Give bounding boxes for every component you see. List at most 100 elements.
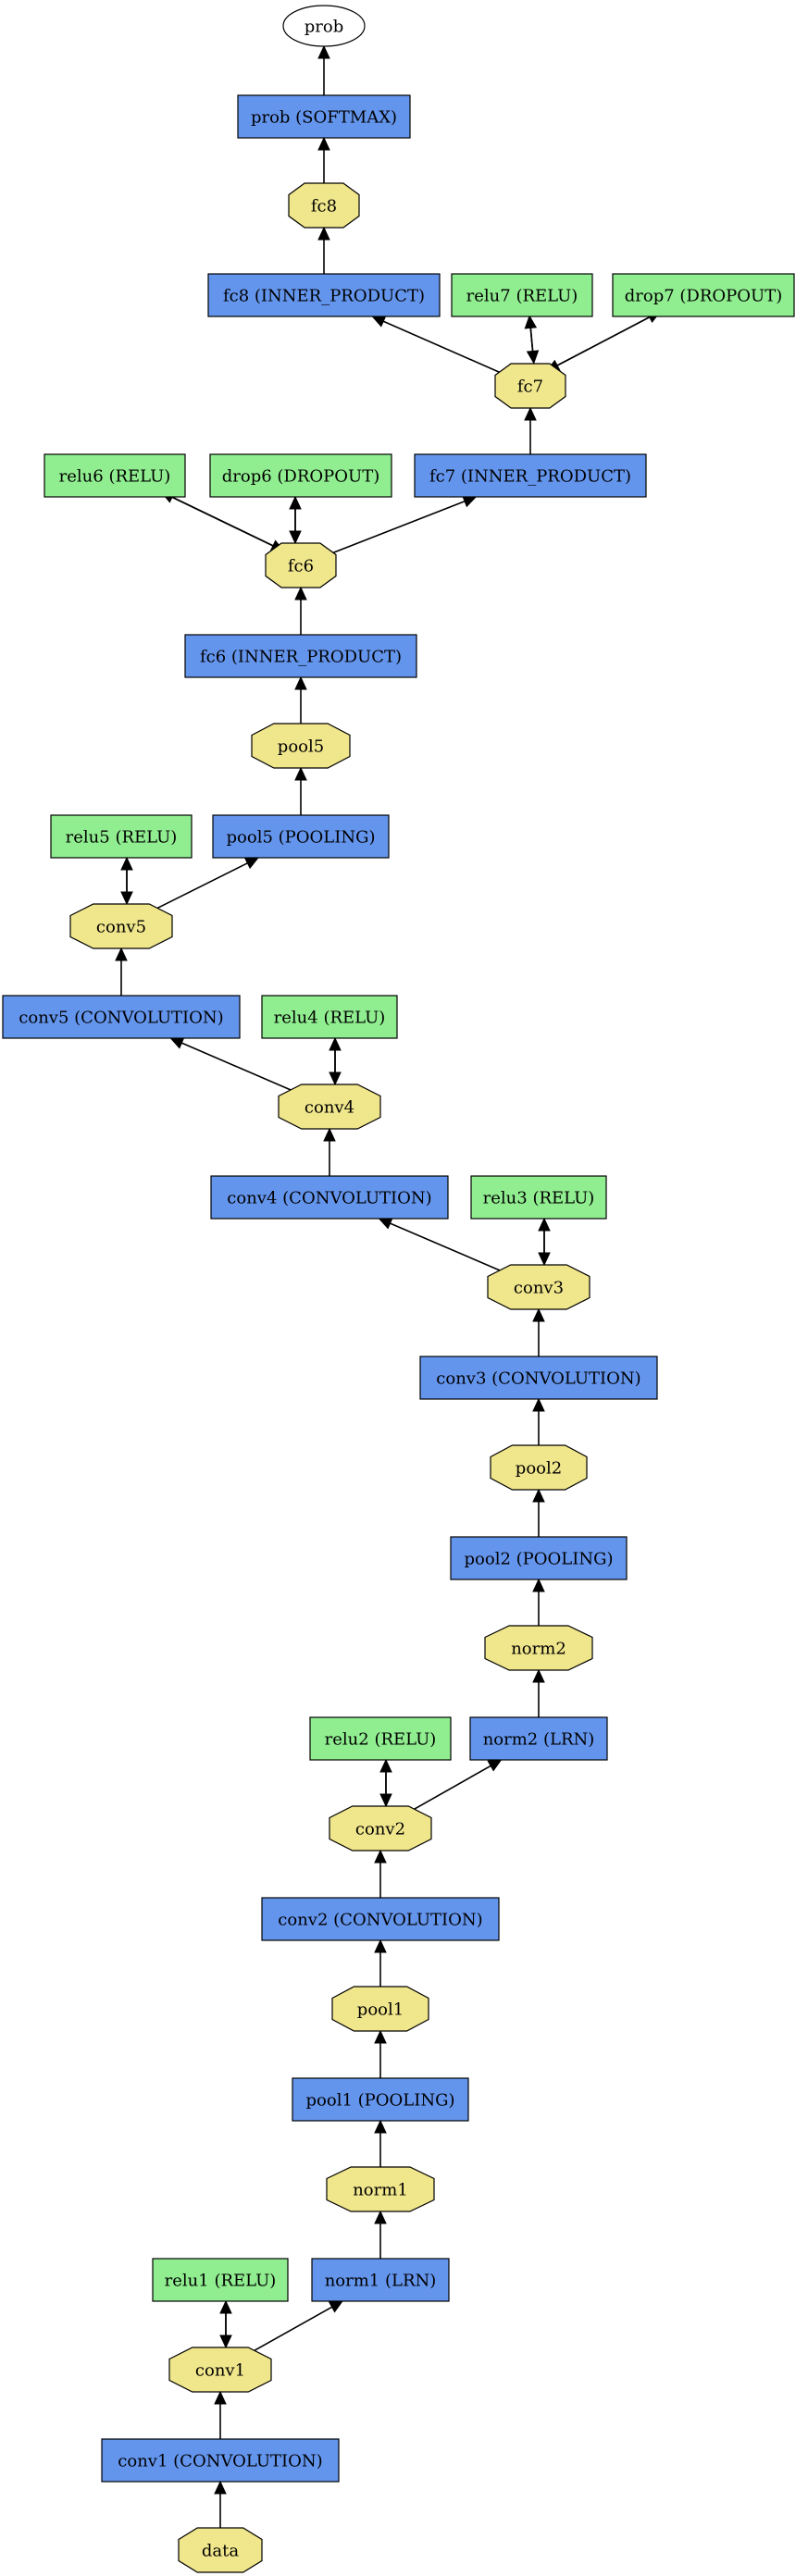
node-pool5: pool5 — [251, 723, 351, 769]
node-shape-drop7 — [612, 273, 795, 317]
node-conv5_layer: conv5 (CONVOLUTION) — [2, 995, 241, 1039]
node-label-conv5: conv5 — [96, 918, 146, 937]
node-label-drop6: drop6 (DROPOUT) — [222, 467, 380, 487]
edge-fc7_layer-to-fc7 — [524, 406, 537, 454]
node-label-pool2: pool2 — [516, 1459, 562, 1479]
node-shape-norm1_layer — [311, 2258, 450, 2302]
node-label-pool1: pool1 — [357, 2000, 404, 2020]
node-norm2: norm2 — [484, 1625, 593, 1671]
node-norm1: norm1 — [326, 2166, 435, 2212]
node-shape-fc8_layer — [207, 273, 441, 317]
edge-conv2-to-norm2_layer — [403, 1759, 503, 1816]
node-shape-relu2 — [309, 1716, 452, 1761]
edge-conv3_layer-to-conv3 — [532, 1307, 545, 1356]
edge-pool1_layer-to-pool1 — [374, 2029, 387, 2078]
node-norm1_layer: norm1 (LRN) — [311, 2258, 450, 2302]
edge-pool5-to-fc6_layer — [294, 675, 307, 724]
node-label-pool5: pool5 — [278, 737, 324, 757]
node-relu1: relu1 (RELU) — [152, 2258, 289, 2302]
node-label-relu1: relu1 (RELU) — [165, 2272, 277, 2291]
node-conv5: conv5 — [69, 903, 173, 949]
node-shape-relu7 — [451, 273, 593, 317]
node-label-relu5: relu5 (RELU) — [66, 828, 178, 848]
node-label-fc8_layer: fc8 (INNER_PRODUCT) — [223, 287, 425, 306]
node-label-conv1_layer: conv1 (CONVOLUTION) — [118, 2452, 322, 2471]
node-prob: prob — [282, 5, 366, 47]
node-shape-relu1 — [152, 2258, 289, 2302]
edge-conv1-to-norm1_layer — [242, 2300, 344, 2358]
node-conv3_layer: conv3 (CONVOLUTION) — [419, 1356, 658, 1400]
node-relu5: relu5 (RELU) — [50, 814, 193, 859]
node-relu6: relu6 (RELU) — [44, 453, 186, 498]
node-shape-conv2_layer — [261, 1897, 500, 1941]
edge-pool1-to-conv2_layer — [374, 1938, 387, 1987]
node-conv2: conv2 — [329, 1805, 432, 1852]
edge-conv5_layer-to-conv5 — [115, 947, 128, 996]
edge-pool2_layer-to-pool2 — [532, 1488, 545, 1537]
node-label-conv5_layer: conv5 (CONVOLUTION) — [19, 1009, 223, 1028]
edge-conv5-to-pool5_layer — [144, 857, 260, 915]
node-shape-norm2 — [484, 1625, 593, 1671]
edge-norm1_layer-to-norm1 — [374, 2210, 387, 2259]
edge-relu7-to-fc7 — [526, 316, 540, 365]
node-label-conv4_layer: conv4 (CONVOLUTION) — [227, 1189, 431, 1208]
node-shape-conv4_layer — [210, 1175, 449, 1220]
node-label-conv4: conv4 — [305, 1098, 354, 1118]
node-shape-conv2 — [329, 1805, 432, 1852]
node-shape-prob_layer — [237, 94, 411, 139]
edge-fc6_layer-to-fc6 — [294, 586, 307, 635]
node-label-norm2: norm2 — [511, 1640, 566, 1659]
node-shape-conv4 — [278, 1084, 381, 1130]
node-shape-pool5_layer — [212, 814, 390, 859]
edge-pool2-to-conv3_layer — [532, 1397, 545, 1445]
node-label-fc7_layer: fc7 (INNER_PRODUCT) — [429, 467, 631, 487]
node-label-norm2_layer: norm2 (LRN) — [483, 1730, 595, 1750]
node-shape-conv5 — [69, 903, 173, 949]
edge-fc7-to-fc8_layer — [371, 316, 511, 378]
node-shape-fc7 — [494, 363, 566, 409]
edge-pool5_layer-to-pool5 — [294, 766, 307, 815]
node-fc6_layer: fc6 (INNER_PRODUCT) — [184, 634, 417, 678]
node-conv4_layer: conv4 (CONVOLUTION) — [210, 1175, 449, 1220]
node-label-conv1: conv1 — [195, 2361, 245, 2381]
node-label-prob: prob — [305, 18, 344, 37]
node-label-fc6: fc6 — [288, 557, 314, 576]
node-label-fc8: fc8 — [311, 197, 337, 217]
node-pool5_layer: pool5 (POOLING) — [212, 814, 390, 859]
node-conv1: conv1 — [168, 2347, 272, 2393]
edge-relu3-to-conv3 — [538, 1219, 551, 1267]
node-shape-relu4 — [261, 995, 398, 1039]
node-label-norm1: norm1 — [353, 2181, 408, 2200]
node-conv4: conv4 — [278, 1084, 381, 1130]
node-fc8_layer: fc8 (INNER_PRODUCT) — [207, 273, 441, 317]
node-label-data: data — [202, 2542, 239, 2561]
edge-conv3-to-conv4_layer — [378, 1218, 514, 1277]
node-relu7: relu7 (RELU) — [451, 273, 593, 317]
node-shape-data — [178, 2527, 263, 2573]
node-label-pool5_layer: pool5 (POOLING) — [227, 828, 376, 848]
node-shape-conv3_layer — [419, 1356, 658, 1400]
node-shape-norm1 — [326, 2166, 435, 2212]
node-fc6: fc6 — [265, 542, 337, 588]
node-label-conv3: conv3 — [514, 1279, 564, 1298]
node-shape-fc6 — [265, 542, 337, 588]
node-shape-pool2_layer — [450, 1536, 628, 1580]
edge-relu2-to-conv2 — [379, 1760, 392, 1808]
edge-prob_layer-to-prob — [317, 44, 330, 95]
node-fc7_layer: fc7 (INNER_PRODUCT) — [414, 453, 647, 498]
edge-relu1-to-conv1 — [219, 2301, 232, 2349]
node-label-relu7: relu7 (RELU) — [466, 287, 578, 306]
node-shape-drop6 — [209, 453, 392, 498]
node-shape-fc7_layer — [414, 453, 647, 498]
node-drop7: drop7 (DROPOUT) — [612, 273, 795, 317]
node-conv1_layer: conv1 (CONVOLUTION) — [101, 2438, 340, 2483]
node-label-conv3_layer: conv3 (CONVOLUTION) — [436, 1369, 640, 1389]
node-shape-relu5 — [50, 814, 193, 859]
node-shape-conv5_layer — [2, 995, 241, 1039]
node-conv3: conv3 — [487, 1264, 590, 1310]
edge-conv1_layer-to-conv1 — [214, 2390, 227, 2439]
node-relu3: relu3 (RELU) — [470, 1175, 607, 1220]
edge-fc8_layer-to-fc8 — [317, 226, 330, 274]
